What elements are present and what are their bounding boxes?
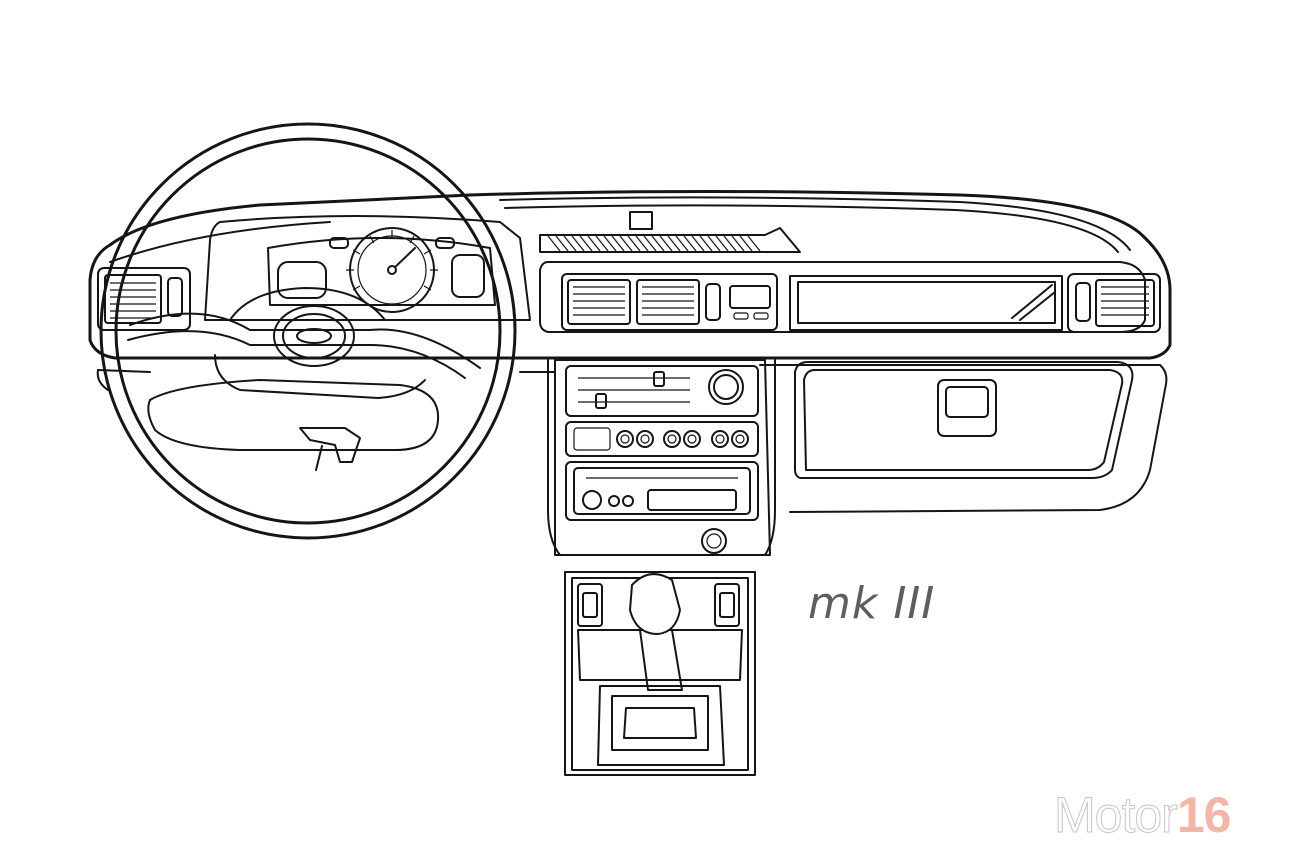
switch-panel <box>565 421 759 457</box>
gear-knob <box>629 573 681 635</box>
cigarette-lighter <box>701 528 727 554</box>
center-console <box>547 359 776 556</box>
center-air-vents <box>561 273 778 331</box>
shifter-boot <box>597 685 725 766</box>
right-air-vent <box>1067 273 1161 333</box>
model-caption: mk III <box>808 578 936 629</box>
instrument-cluster <box>204 215 531 321</box>
horn-pad <box>273 305 355 367</box>
heater-controls <box>565 365 759 417</box>
radio-unit <box>565 461 759 521</box>
passenger-dash-panel <box>789 275 1063 331</box>
dashboard-body <box>88 190 1172 513</box>
ford-badge-icon <box>296 328 332 344</box>
watermark-word: Motor <box>1054 787 1179 843</box>
motor16-watermark-logo: Motor16 <box>1054 787 1232 843</box>
glovebox <box>794 361 1134 479</box>
watermark-number: 16 <box>1176 787 1232 843</box>
clock-display <box>729 285 771 309</box>
lower-console <box>564 571 756 776</box>
steering-wheel <box>99 122 517 540</box>
glovebox-latch <box>937 379 997 437</box>
